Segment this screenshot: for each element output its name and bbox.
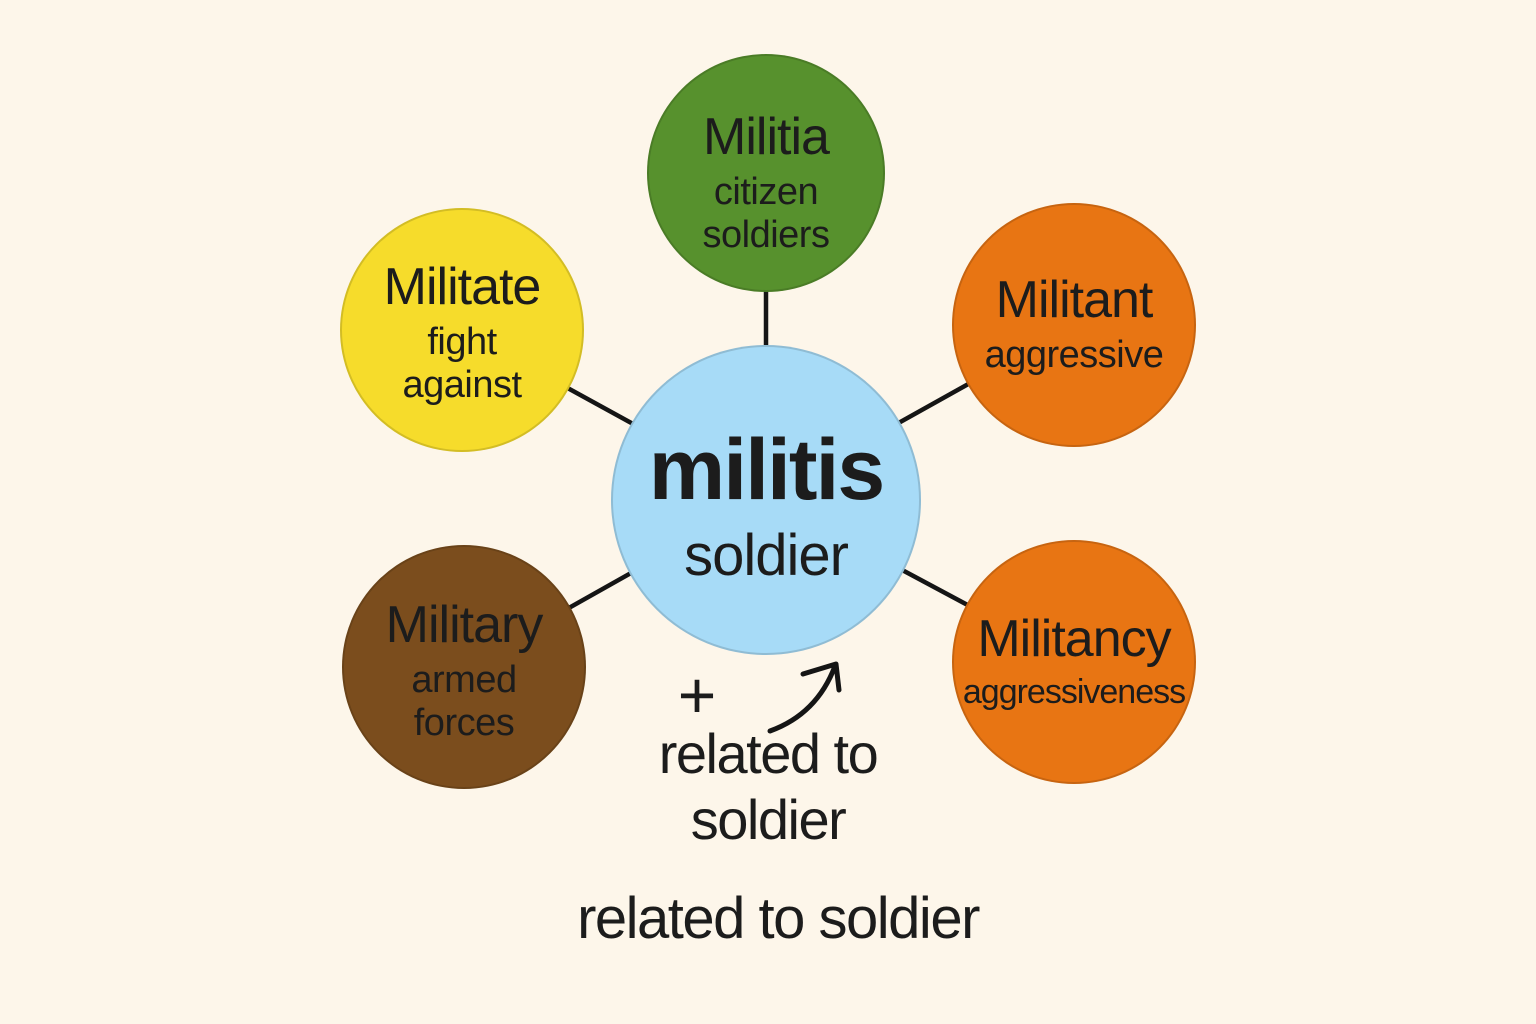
- node-meaning: citizen soldiers: [703, 171, 830, 256]
- node-term: Militate: [383, 258, 542, 317]
- meaning-line: soldiers: [702, 214, 830, 256]
- node-term: Militia: [703, 108, 830, 167]
- meaning-line: forces: [413, 702, 515, 744]
- node-militancy: Militancy aggressiveness: [952, 540, 1196, 784]
- node-meaning: armed forces: [411, 659, 517, 744]
- annotation-line: related to: [658, 722, 879, 785]
- plus-icon: +: [677, 658, 717, 732]
- node-meaning: aggressive: [985, 334, 1164, 377]
- meaning-line: fight: [427, 321, 497, 364]
- annotation-label: related to soldier: [593, 726, 943, 848]
- meaning-line: against: [402, 364, 522, 406]
- node-militate: Militate fight against: [340, 208, 584, 452]
- node-term: Militancy: [977, 609, 1171, 668]
- node-meaning: aggressiveness: [962, 672, 1186, 711]
- node-meaning: fight against: [402, 321, 522, 406]
- meaning-line: aggressive: [984, 333, 1164, 376]
- node-militia: Militia citizen soldiers: [647, 54, 885, 292]
- node-term: Militant: [995, 270, 1154, 329]
- meaning-line: armed: [411, 659, 517, 702]
- annotation-line: soldier: [690, 788, 847, 851]
- node-term: Military: [385, 596, 544, 655]
- meaning-line: aggressiveness: [962, 672, 1186, 711]
- center-meaning: soldier: [684, 523, 849, 588]
- center-term: militis: [648, 422, 886, 518]
- node-military: Military armed forces: [342, 545, 586, 789]
- meaning-line: citizen: [713, 171, 819, 214]
- node-militis: militis soldier: [611, 345, 921, 655]
- curved-arrow-icon: [767, 661, 842, 734]
- node-militant: Militant aggressive: [952, 203, 1196, 447]
- caption: related to soldier: [577, 886, 980, 951]
